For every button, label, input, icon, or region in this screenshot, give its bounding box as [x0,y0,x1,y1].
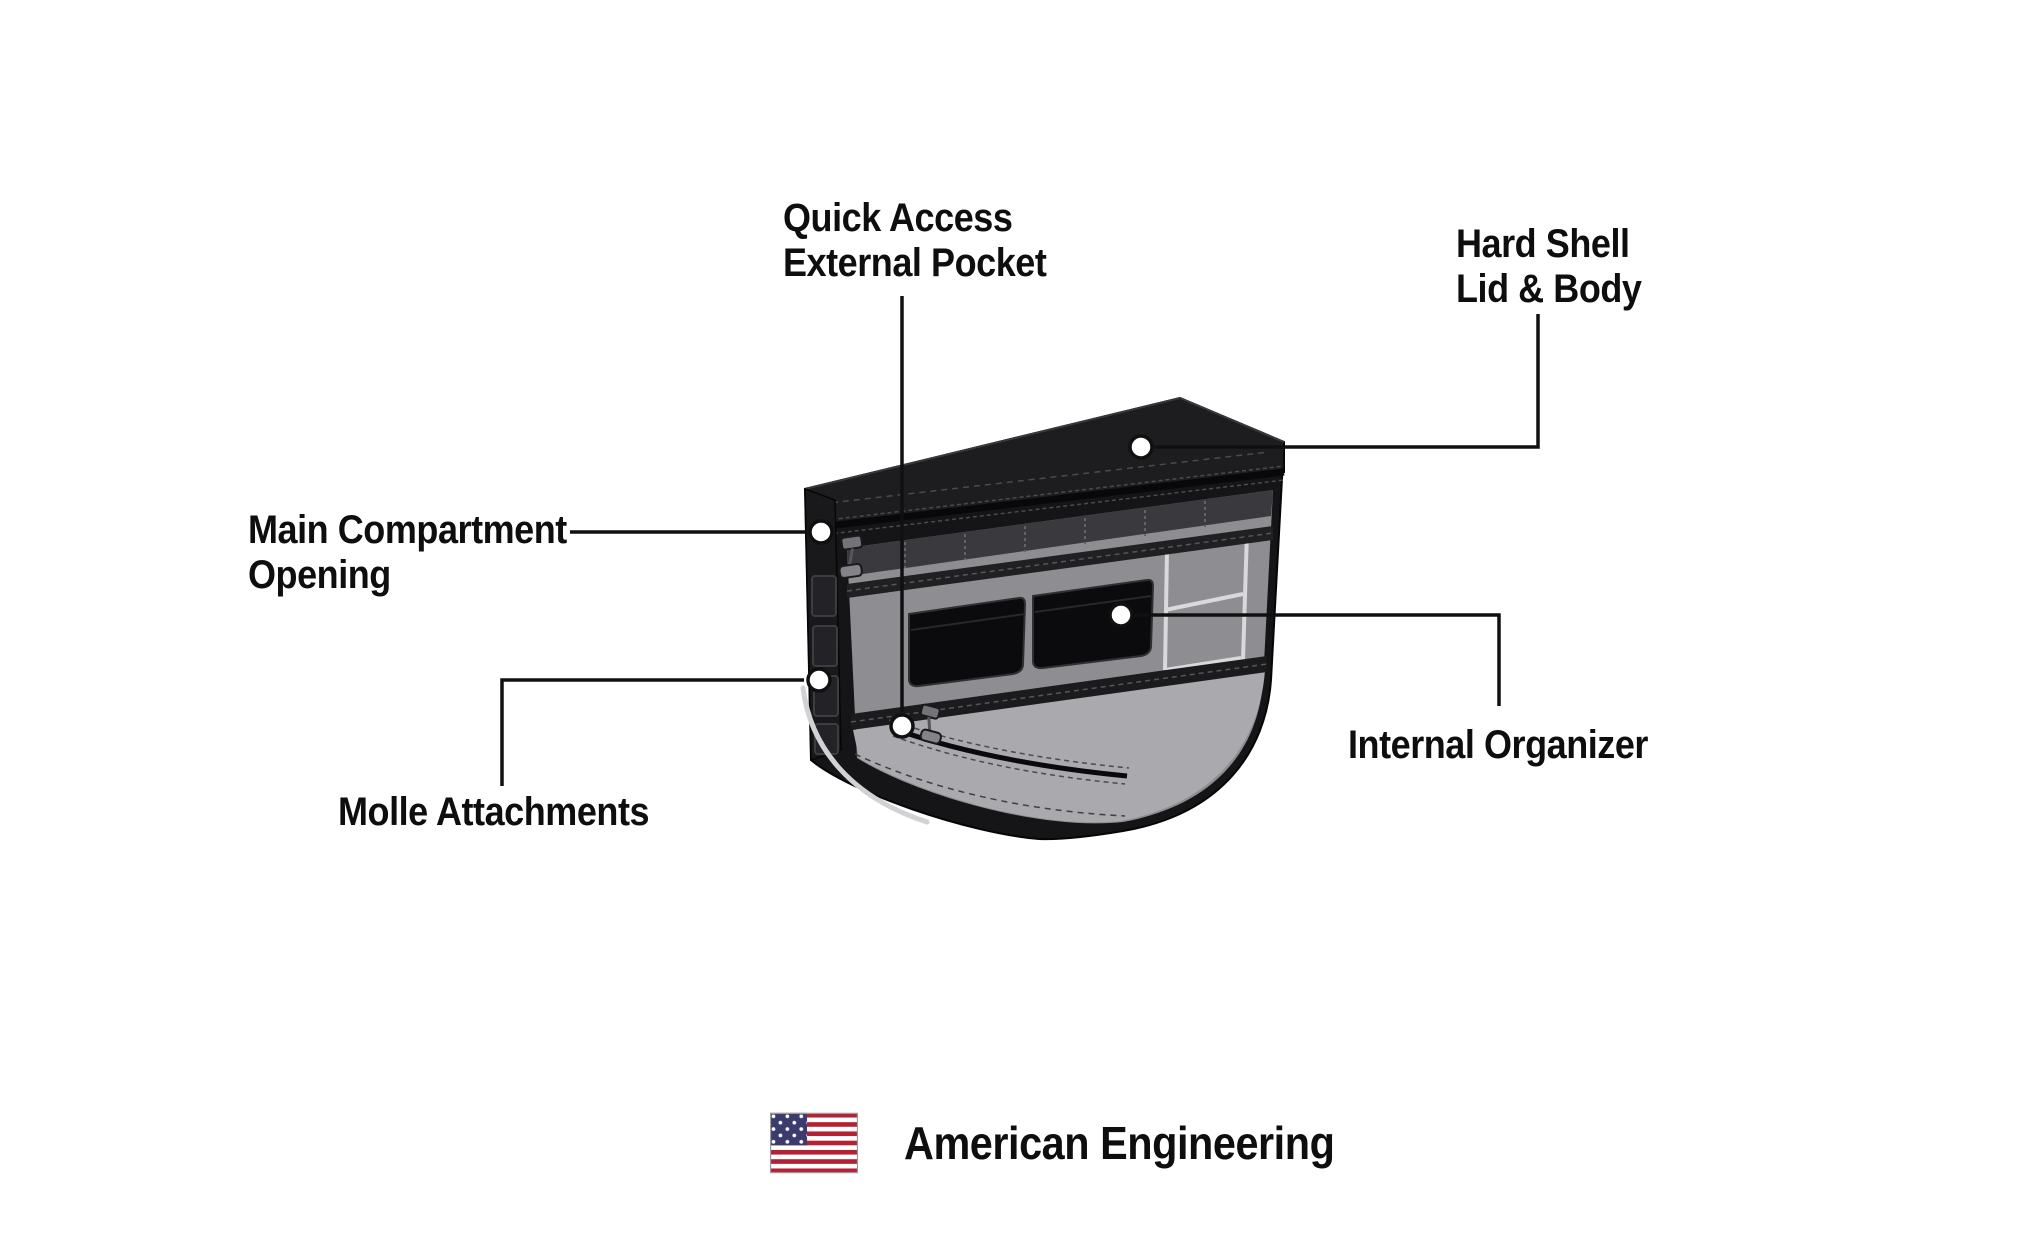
callout-dot-main-compartment [808,519,834,545]
label-line: External Pocket [783,241,1047,286]
label-quick-access-external-pocket: Quick Access External Pocket [783,196,1047,286]
interior-webbing-band [847,490,1273,576]
lid-stitching [820,451,1270,505]
footer-text: American Engineering [904,1117,1335,1169]
label-line: Internal Organizer [1348,723,1648,767]
label-line: Lid & Body [1456,267,1642,312]
label-molle-attachments: Molle Attachments [338,790,650,835]
lid-ridge-highlight [804,396,1285,490]
bag-piping [800,685,930,825]
zipper-stitching [888,719,1130,769]
callout-dot-molle [806,667,832,693]
main-zipper-pull [838,534,864,579]
zipper-stitching [892,735,1126,785]
label-line: Quick Access [783,196,1013,240]
label-main-compartment-opening: Main Compartment Opening [248,508,567,598]
callout-dot-hard-shell [1128,434,1154,460]
bag-interior-floor [853,670,1265,823]
label-hard-shell-lid-body: Hard Shell Lid & Body [1456,222,1642,312]
main-zipper-seam [810,468,1285,532]
callout-dots [806,434,1154,739]
strap-stitching [850,663,1268,723]
molle-loops [811,575,839,755]
webbing-stitches [904,501,1206,568]
callout-line-internal-organizer [1134,613,1501,706]
molle-loop [812,625,838,667]
footer: American Engineering [770,1112,1382,1174]
callout-dot-quick-access [889,713,915,739]
label-line: Main Compartment [248,508,567,552]
bottom-stitching [854,753,1126,817]
pocket-zipper-seam [890,725,1128,779]
zipper-stitching [812,479,1285,537]
organizer-pouch [1032,578,1155,670]
callout-line-hard-shell [1154,314,1540,449]
organizer-pouch [908,596,1027,688]
saddlebag-illustration [800,396,1286,841]
us-flag-icon [770,1112,858,1174]
callout-dot-internal-organizer [1108,602,1134,628]
zipper-stitching [810,465,1285,523]
organizer-strap [847,526,1273,598]
label-line: Hard Shell [1456,222,1630,266]
pocket-zipper-pull [919,703,943,745]
pouch-flap-line [910,613,1026,631]
pouch-flap-line [1034,595,1152,613]
label-line: Molle Attachments [338,790,650,834]
label-internal-organizer: Internal Organizer [1348,723,1648,768]
label-line: Opening [248,553,391,598]
callout-lines [500,296,1540,786]
callout-line-molle [500,678,804,786]
molle-loop [811,575,837,617]
